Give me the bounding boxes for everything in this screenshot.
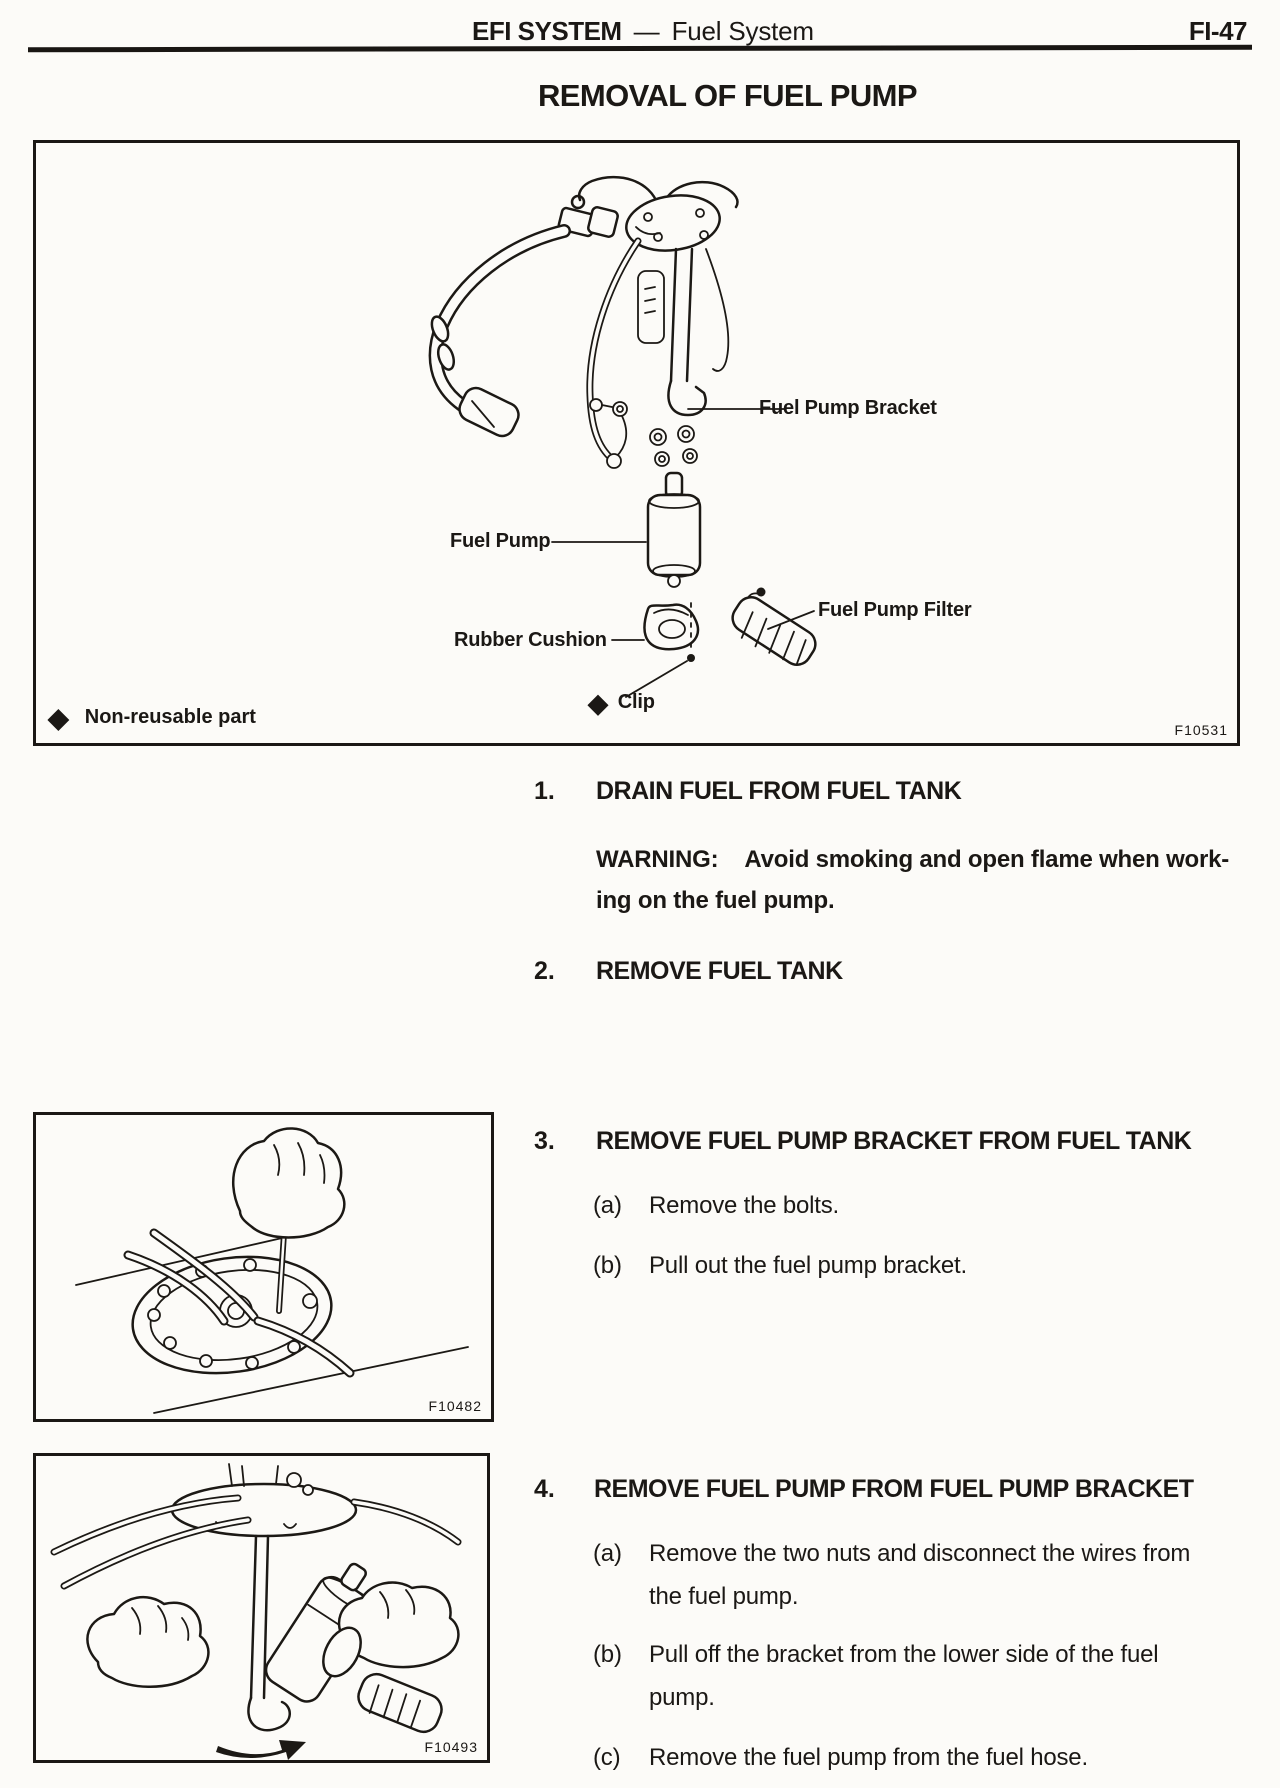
label-fuel-pump: Fuel Pump bbox=[450, 530, 551, 552]
step-4b-tag: (b) bbox=[593, 1641, 622, 1668]
fuel-pump-part bbox=[646, 471, 702, 588]
fuel-pump-exploded-illustration bbox=[428, 175, 817, 698]
legend-non-reusable: ◆ Non-reusable part bbox=[48, 702, 256, 733]
step-4a: (a) Remove the two nuts and disconnect t… bbox=[593, 1532, 1190, 1618]
fuel-pump-filter-part bbox=[731, 587, 817, 666]
left-hand bbox=[86, 1596, 210, 1688]
warning-label: WARNING: bbox=[596, 846, 719, 873]
step-3b: (b) Pull out the fuel pump bracket. bbox=[593, 1244, 967, 1287]
clip-part bbox=[687, 602, 695, 662]
step-4-heading: REMOVE FUEL PUMP FROM FUEL PUMP BRACKET bbox=[594, 1475, 1194, 1503]
fuel-outlet-pipe bbox=[570, 175, 739, 210]
bracket-plate bbox=[625, 194, 721, 252]
step-4a-tag: (a) bbox=[593, 1540, 622, 1567]
step-1-number: 1. bbox=[534, 777, 555, 805]
nuts-washers bbox=[649, 425, 698, 467]
screw-and-wire bbox=[589, 398, 628, 469]
step-2-number: 2. bbox=[534, 957, 555, 985]
header-section: EFI SYSTEM bbox=[472, 16, 622, 46]
step-4b: (b) Pull off the bracket from the lower … bbox=[593, 1633, 1159, 1719]
header: EFI SYSTEM — Fuel System bbox=[472, 16, 814, 47]
header-rule bbox=[27, 44, 1253, 53]
label-clip: ◆Clip bbox=[588, 687, 655, 718]
fuel-pump-filter bbox=[357, 1672, 443, 1734]
hoses bbox=[123, 1228, 355, 1378]
page-number: FI-47 bbox=[1188, 16, 1248, 46]
label-fuel-pump-bracket: Fuel Pump Bracket bbox=[759, 397, 937, 419]
hoses bbox=[50, 1494, 462, 1590]
right-hand bbox=[322, 1581, 460, 1678]
figure-number: F10531 bbox=[1174, 722, 1228, 738]
direction-arrow bbox=[216, 1740, 306, 1760]
step-2-heading: REMOVE FUEL TANK bbox=[596, 957, 843, 985]
remove-bracket-illustration bbox=[75, 1127, 469, 1414]
step-4c: (c) Remove the fuel pump from the fuel h… bbox=[593, 1736, 1088, 1779]
label-fuel-pump-filter: Fuel Pump Filter bbox=[818, 599, 972, 621]
figure-number: F10493 bbox=[424, 1739, 478, 1755]
remove-pump-illustration bbox=[50, 1463, 462, 1760]
return-hose bbox=[586, 237, 642, 463]
page-title: REMOVAL OF FUEL PUMP bbox=[538, 78, 918, 113]
figure-remove-pump: F10493 bbox=[33, 1453, 490, 1763]
step-4c-tag: (c) bbox=[593, 1744, 621, 1771]
step-3a: (a) Remove the bolts. bbox=[593, 1184, 839, 1227]
non-reusable-diamond-icon: ◆ bbox=[48, 702, 69, 733]
figure-remove-bracket: F10482 bbox=[33, 1112, 494, 1422]
figure-fuel-pump-exploded: Fuel Pump Bracket Fuel Pump Fuel Pump Fi… bbox=[33, 140, 1240, 746]
hand bbox=[231, 1127, 346, 1239]
step-3-number: 3. bbox=[534, 1127, 555, 1155]
step-1-heading: DRAIN FUEL FROM FUEL TANK bbox=[596, 777, 962, 805]
label-rubber-cushion: Rubber Cushion bbox=[454, 629, 607, 651]
step-3b-tag: (b) bbox=[593, 1252, 622, 1279]
warning-line-2: ing on the fuel pump. bbox=[596, 887, 835, 914]
legend-text: Non-reusable part bbox=[84, 706, 256, 728]
figure-number: F10482 bbox=[428, 1398, 482, 1414]
header-separator: — bbox=[633, 16, 660, 46]
fuel-pump-bracket-part bbox=[637, 247, 730, 417]
header-subsection: Fuel System bbox=[671, 16, 814, 46]
fuel-hose bbox=[428, 224, 571, 438]
step-3-heading: REMOVE FUEL PUMP BRACKET FROM FUEL TANK bbox=[596, 1127, 1192, 1155]
step-3a-tag: (a) bbox=[593, 1192, 622, 1219]
rubber-cushion-part bbox=[643, 603, 700, 651]
step-1-warning: WARNING:Avoid smoking and open flame whe… bbox=[596, 839, 1229, 921]
bracket-strap bbox=[247, 1534, 291, 1732]
warning-line-1: WARNING:Avoid smoking and open flame whe… bbox=[596, 846, 1230, 873]
step-4-number: 4. bbox=[534, 1475, 555, 1503]
non-reusable-diamond-icon: ◆ bbox=[588, 687, 608, 718]
leader-lines bbox=[551, 408, 815, 698]
